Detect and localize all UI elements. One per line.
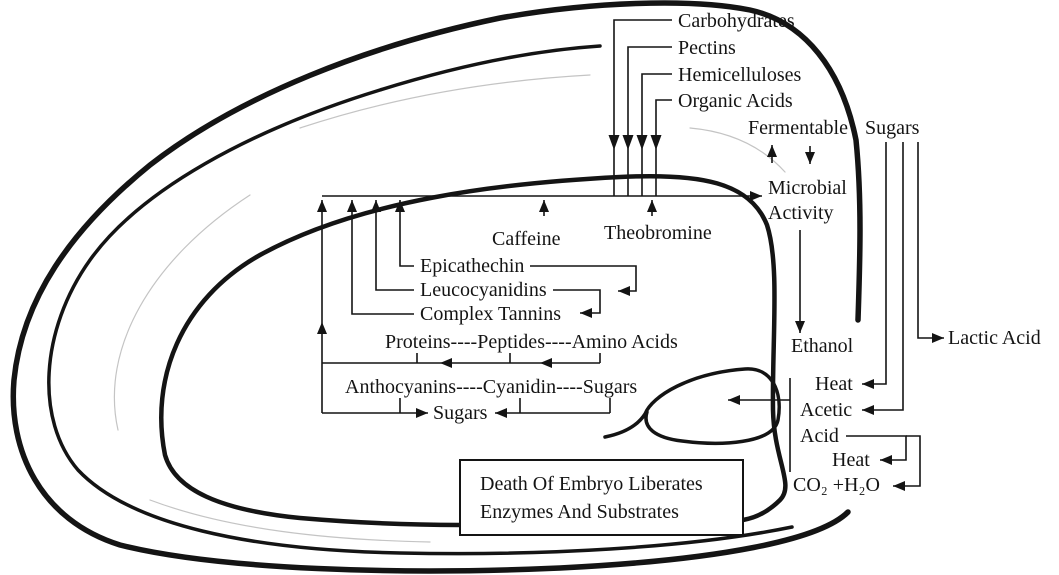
label-leucocyanidins: Leucocyanidins xyxy=(420,279,547,301)
label-complex-tannins: Complex Tannins xyxy=(420,303,561,325)
label-activity: Activity xyxy=(768,202,834,224)
label-heat-upper: Heat xyxy=(815,373,853,395)
embryo-death-box-frame xyxy=(460,460,743,535)
label-caffeine: Caffeine xyxy=(492,228,561,250)
substrate-connector-lines xyxy=(614,150,656,196)
shell-texture-line xyxy=(114,195,250,430)
label-acetic: Acetic xyxy=(800,399,852,421)
arrow-carbohydrates xyxy=(614,20,672,150)
embryo-death-box: Death Of Embryo Liberates Enzymes And Su… xyxy=(460,460,743,535)
label-ethanol: Ethanol xyxy=(791,335,854,357)
label-lactic-acid: Lactic Acid xyxy=(948,327,1041,349)
label-theobromine: Theobromine xyxy=(604,222,712,244)
label-fermentable: Fermentable xyxy=(748,117,848,139)
shell-texture-line xyxy=(150,500,430,542)
label-anthocyanins-chain: Anthocyanins----Cyanidin----Sugars xyxy=(345,376,637,398)
substrate-labels: Carbohydrates Pectins Hemicelluloses Org… xyxy=(678,10,802,112)
label-hemicelluloses: Hemicelluloses xyxy=(678,64,802,86)
label-co2-water: CO₂ +H₂O xyxy=(793,474,880,496)
label-carbohydrates: Carbohydrates xyxy=(678,10,795,32)
proteins-chain-ticks xyxy=(417,353,600,363)
label-sugars-lower: Sugars xyxy=(433,402,488,424)
arrow-sugars-to-acetic-acid xyxy=(862,142,903,410)
label-sugars-upper: Sugars xyxy=(865,117,920,139)
arrow-pectins xyxy=(628,47,672,150)
arrow-leucocyanidins-up xyxy=(376,200,414,290)
embryo-box-line-2: Enzymes And Substrates xyxy=(480,501,679,523)
arrow-hemicelluloses xyxy=(642,74,672,150)
arrow-sugars-to-heat xyxy=(862,142,886,384)
arrow-complex-tannins-up xyxy=(352,200,414,314)
label-organic-acids: Organic Acids xyxy=(678,90,793,112)
arrow-organic-acids xyxy=(656,100,672,150)
embryo-box-line-1: Death Of Embryo Liberates xyxy=(480,473,703,495)
arrow-epicathechin-up xyxy=(400,200,414,266)
label-acid: Acid xyxy=(800,425,839,447)
label-heat-lower: Heat xyxy=(832,449,870,471)
fermentation-labels: Fermentable Sugars Microbial Activity Et… xyxy=(748,117,1041,496)
label-pectins: Pectins xyxy=(678,37,736,59)
label-proteins-chain: Proteins----Peptides----Amino Acids xyxy=(385,331,678,353)
anthocyanins-chain-ticks xyxy=(400,398,610,413)
label-microbial: Microbial xyxy=(768,177,847,199)
arrow-sugars-to-lactic-acid xyxy=(918,142,944,338)
label-epicathechin: Epicathechin xyxy=(420,255,524,277)
